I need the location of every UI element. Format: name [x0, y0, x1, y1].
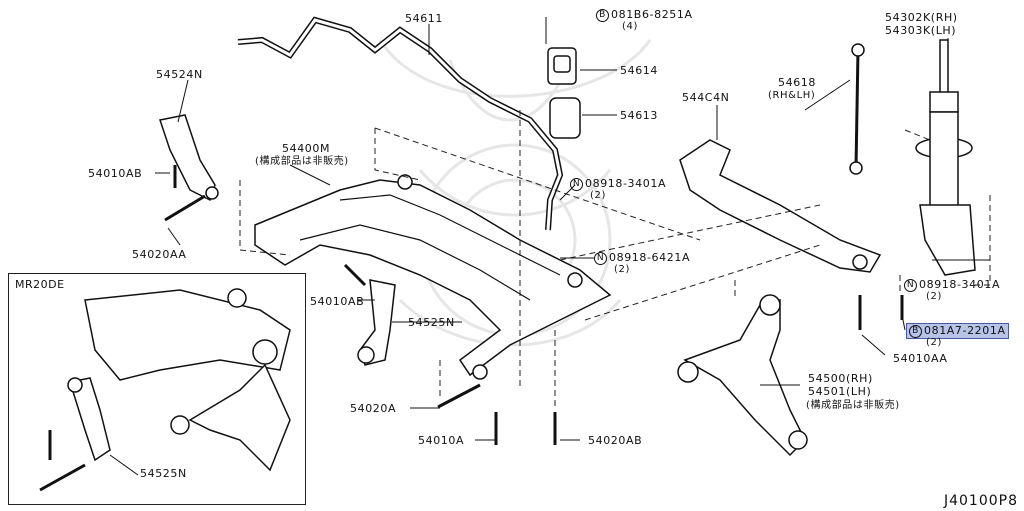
nut-symbol-icon: N	[570, 177, 583, 191]
label-54500[interactable]: 54500(RH)	[808, 372, 873, 385]
bolt-symbol-icon: B	[596, 8, 609, 22]
stabilizer-clamp[interactable]	[547, 47, 577, 85]
label-bolt-081b6-qty: (4)	[622, 21, 638, 32]
member-bracket[interactable]	[159, 114, 219, 202]
diagram-code: J40100P8	[943, 493, 1018, 509]
label-54400m-note: (構成部品は非販売)	[255, 156, 349, 167]
bolt-symbol-icon: B	[909, 324, 922, 338]
label-54020a[interactable]: 54020A	[350, 402, 397, 415]
label-nut-08918-3401a-qty: (2)	[590, 190, 606, 201]
label-544c4n[interactable]: 544C4N	[682, 91, 730, 104]
strut-assembly[interactable]	[915, 39, 976, 276]
label-54020ab[interactable]: 54020AB	[588, 434, 643, 447]
label-54618[interactable]: 54618	[778, 76, 816, 89]
label-nut-08918-6421a-qty: (2)	[614, 264, 630, 275]
label-54010a[interactable]: 54010A	[418, 434, 465, 447]
label-54010aa[interactable]: 54010AA	[893, 352, 948, 365]
nut-symbol-icon: N	[594, 251, 607, 265]
engine-variant-inset: MR20DE	[8, 273, 306, 505]
stabilizer-bushing[interactable]	[549, 97, 581, 139]
leader-lines	[155, 24, 990, 441]
label-54303k[interactable]: 54303K(LH)	[885, 24, 957, 37]
label-54524n[interactable]: 54524N	[156, 68, 203, 81]
crossmember[interactable]	[679, 139, 882, 273]
label-54302k[interactable]: 54302K(RH)	[885, 11, 958, 24]
label-54010ab-mid[interactable]: 54010AB	[310, 295, 365, 308]
label-nut-08918-3401a-strut-qty: (2)	[926, 291, 942, 302]
nut-symbol-icon: N	[904, 278, 917, 292]
label-54010ab-left[interactable]: 54010AB	[88, 167, 143, 180]
label-bolt-081a7-qty: (2)	[926, 337, 942, 348]
label-54020aa[interactable]: 54020AA	[132, 248, 187, 261]
label-54500-note: (構成部品は非販売)	[806, 400, 900, 411]
label-54400m[interactable]: 54400M	[282, 142, 331, 155]
inset-illustration	[39, 288, 291, 492]
assembly-lines	[239, 110, 991, 410]
suspension-member[interactable]	[254, 174, 612, 380]
label-54618-note: (RH&LH)	[768, 90, 816, 101]
lower-control-arm[interactable]	[677, 294, 808, 457]
connecting-rod[interactable]	[849, 43, 865, 175]
label-54613[interactable]: 54613	[620, 109, 658, 122]
label-54611[interactable]: 54611	[405, 12, 443, 25]
label-inset-54525n[interactable]: 54525N	[140, 467, 187, 480]
bracket-54525n[interactable]	[357, 279, 396, 366]
label-54614[interactable]: 54614	[620, 64, 658, 77]
label-54501[interactable]: 54501(LH)	[808, 385, 872, 398]
label-54525n[interactable]: 54525N	[408, 316, 455, 329]
inset-title: MR20DE	[15, 278, 65, 291]
